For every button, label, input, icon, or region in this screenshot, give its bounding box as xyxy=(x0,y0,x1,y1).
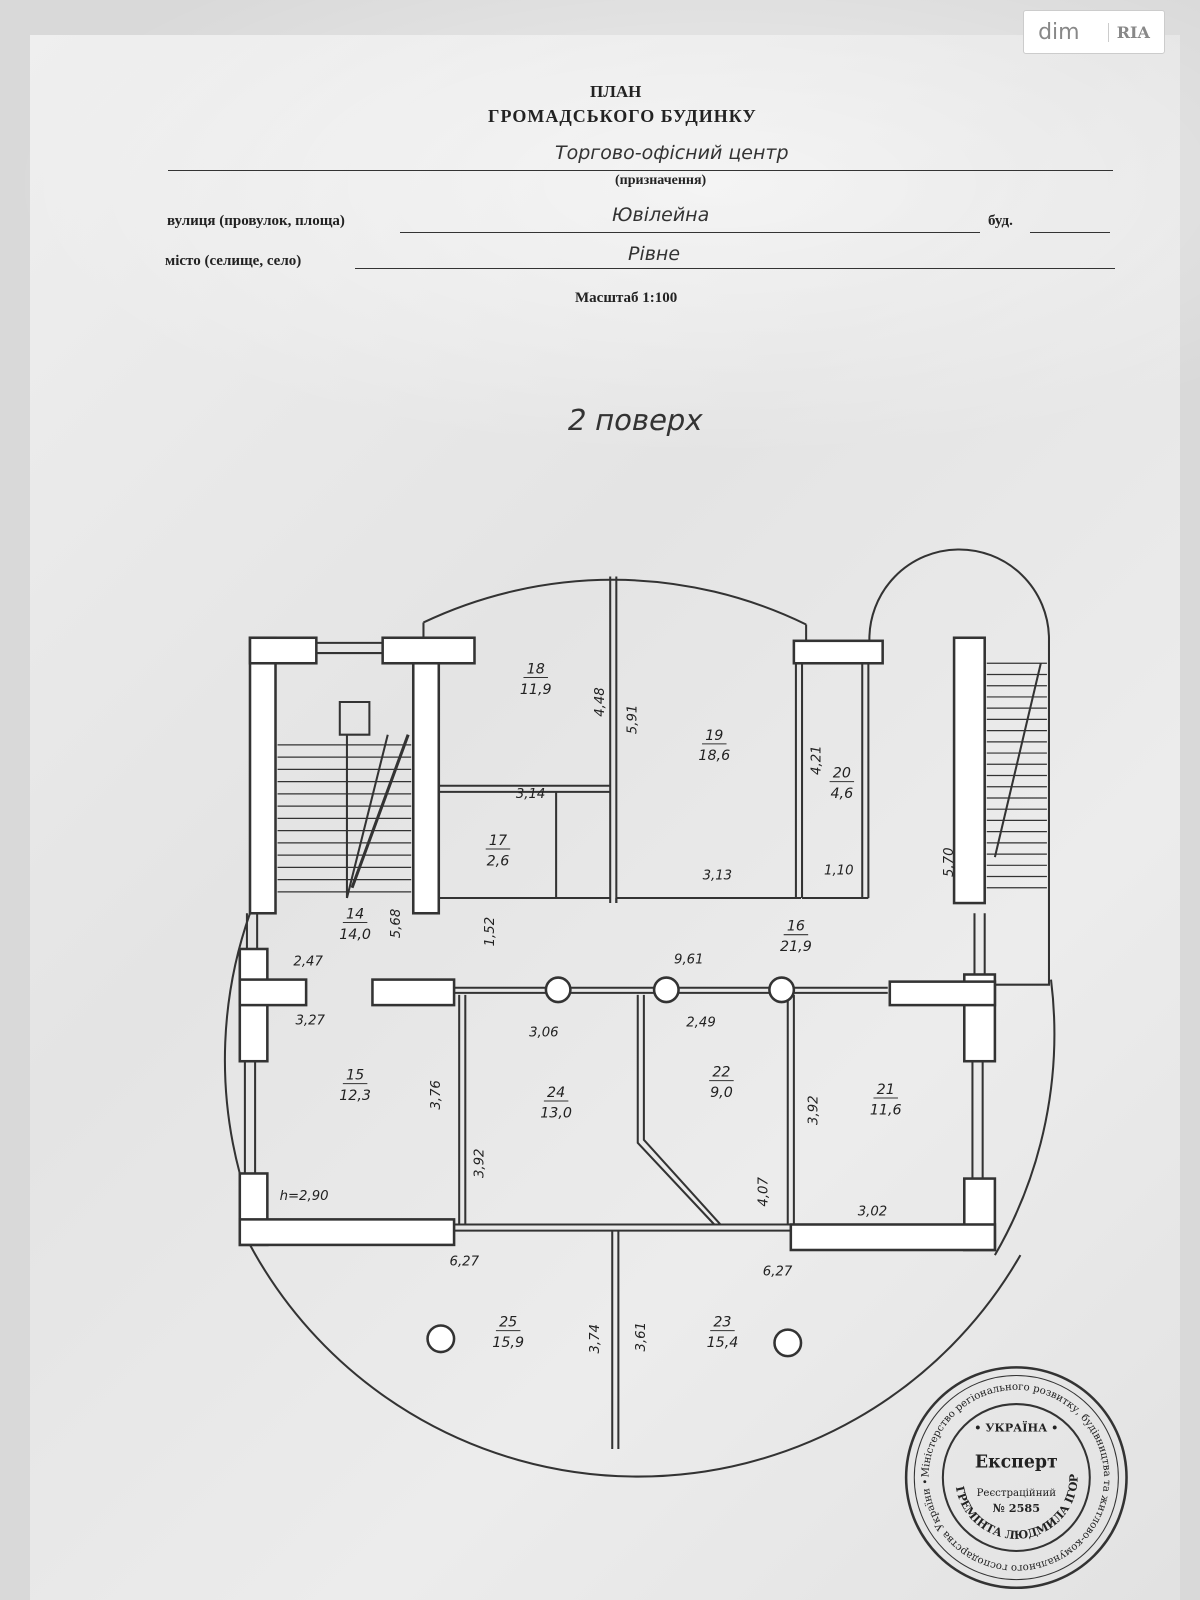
room-number: 24 xyxy=(547,1085,565,1101)
room-number: 16 xyxy=(787,919,805,935)
dim: 3,06 xyxy=(529,1026,559,1041)
dim: 2,49 xyxy=(686,1016,716,1031)
svg-text:Експерт: Експерт xyxy=(975,1452,1058,1472)
dim: 4,07 xyxy=(756,1177,771,1207)
outer-arc-right xyxy=(994,979,1056,1256)
room-number: 15 xyxy=(346,1068,364,1084)
stairs xyxy=(277,662,1047,893)
room-label-20: 204,6 xyxy=(829,766,855,802)
dim: 3,27 xyxy=(295,1013,325,1028)
dim: 4,21 xyxy=(809,745,824,775)
room-label-23: 23 15,4 xyxy=(707,1315,739,1351)
street-value: Ювілейна xyxy=(612,204,710,226)
room-label-21: 21 11,6 xyxy=(870,1082,902,1118)
dim: 3,76 xyxy=(429,1080,444,1110)
room-area: 12,3 xyxy=(339,1088,371,1104)
svg-text:№ 2585: № 2585 xyxy=(993,1501,1040,1515)
dim: 4,48 xyxy=(593,687,608,717)
room-area: 11,9 xyxy=(520,682,552,698)
room-area: 15,4 xyxy=(707,1335,739,1351)
column xyxy=(773,1328,803,1358)
city-label: місто (селище, село) xyxy=(165,253,302,269)
room-area: 18,6 xyxy=(698,748,730,764)
room-area: 2,6 xyxy=(487,853,510,869)
room-label-18: 18 11,9 xyxy=(520,661,552,697)
room-label-16: 16 21,9 xyxy=(780,919,812,955)
dim: 5,70 xyxy=(942,847,957,877)
dim: 3,74 xyxy=(588,1324,603,1354)
purpose-value: Торгово-офісний центр xyxy=(555,142,789,164)
room-number: 17 xyxy=(489,833,507,849)
building-label: буд. xyxy=(988,213,1013,229)
room-number: 20 xyxy=(833,766,851,782)
outer-arc-top xyxy=(423,578,807,626)
column xyxy=(652,976,680,1004)
outer-arc-left xyxy=(223,912,251,1174)
stair-tower-arc xyxy=(868,548,1050,986)
room-area: 9,0 xyxy=(710,1085,733,1101)
column xyxy=(426,1324,456,1354)
dim: 3,61 xyxy=(634,1322,649,1352)
room-number: 21 xyxy=(877,1082,895,1098)
room-area: 15,9 xyxy=(492,1335,524,1351)
expert-stamp: Міністерство регіонального розвитку, буд… xyxy=(904,1366,1128,1590)
room-label-25: 25 15,9 xyxy=(492,1315,524,1351)
room-number: 25 xyxy=(499,1315,517,1331)
room-number: 18 xyxy=(527,661,545,677)
room-label-17: 172,6 xyxy=(485,833,511,869)
room-area: 21,9 xyxy=(780,939,812,955)
dim: h=2,90 xyxy=(280,1189,329,1204)
room-number: 14 xyxy=(346,906,364,922)
room-number: 23 xyxy=(713,1315,731,1331)
scale-label: Масштаб 1:100 xyxy=(575,290,678,306)
purpose-caption: (призначення) xyxy=(615,173,707,188)
room-label-14: 14 14,0 xyxy=(339,906,371,942)
svg-text:Реєстраційний: Реєстраційний xyxy=(977,1488,1057,1499)
dim: 1,52 xyxy=(483,917,498,947)
svg-text:• УКРАЇНА •: • УКРАЇНА • xyxy=(974,1421,1058,1435)
room-label-15: 15 12,3 xyxy=(339,1068,371,1104)
room-label-22: 229,0 xyxy=(709,1065,734,1101)
room-label-19: 19 18,6 xyxy=(698,728,730,764)
walls xyxy=(238,636,997,1252)
dim: 6,27 xyxy=(450,1254,480,1269)
column xyxy=(544,976,572,1004)
dim: 9,61 xyxy=(674,952,704,967)
dim: 3,14 xyxy=(516,787,546,802)
room-number: 22 xyxy=(712,1065,730,1081)
room-label-24: 24 13,0 xyxy=(540,1085,572,1121)
title-line2: ГРОМАДСЬКОГО БУДИНКУ xyxy=(488,106,757,126)
dim: 3,02 xyxy=(858,1204,888,1219)
dim: 1,10 xyxy=(824,863,854,878)
room-area: 4,6 xyxy=(830,786,853,802)
svg-text:Міністерство регіонального роз: Міністерство регіонального розвитку, буд… xyxy=(920,1382,1112,1574)
city-value: Рівне xyxy=(628,243,681,265)
room-area: 11,6 xyxy=(870,1102,902,1118)
dim: 3,92 xyxy=(806,1095,821,1125)
room-area: 14,0 xyxy=(339,927,371,943)
room-area: 13,0 xyxy=(540,1105,572,1121)
dim: 2,47 xyxy=(293,954,323,969)
dim: 6,27 xyxy=(763,1265,793,1280)
street-label: вулиця (провулок, площа) xyxy=(167,213,345,229)
dim: 5,91 xyxy=(626,705,641,735)
dim: 5,68 xyxy=(389,909,404,939)
outer-arc-bottom xyxy=(249,1244,1022,1478)
dim: 3,13 xyxy=(703,869,733,884)
dim: 3,92 xyxy=(473,1149,488,1179)
column xyxy=(768,976,796,1004)
room-number: 19 xyxy=(705,728,723,744)
title-line1: ПЛАН xyxy=(590,82,642,101)
